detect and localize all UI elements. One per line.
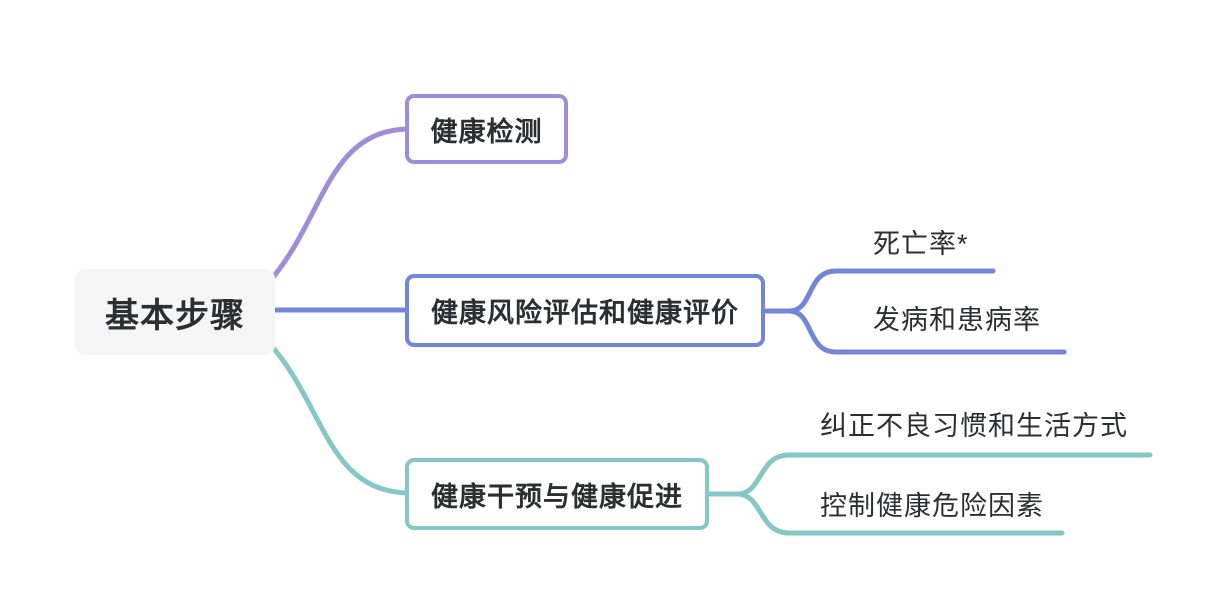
leaf-node-incidence-prevalence[interactable]: 发病和患病率: [873, 302, 1041, 338]
connector-root-to-health-intervention: [266, 340, 410, 496]
leaf-node-label: 发病和患病率: [873, 305, 1041, 335]
branch-node-label: 健康检测: [430, 116, 543, 147]
connector-root-to-health-monitoring: [266, 126, 410, 285]
leaf-node-correct-habits[interactable]: 纠正不良习惯和生活方式: [820, 408, 1128, 444]
leaf-node-mortality-rate[interactable]: 死亡率*: [873, 226, 969, 262]
leaf-node-label: 死亡率*: [873, 229, 969, 259]
root-node-label: 基本步骤: [105, 296, 245, 335]
branch-node-label: 健康风险评估和健康评价: [431, 298, 739, 328]
branch-node-risk-assessment[interactable]: 健康风险评估和健康评价: [405, 274, 765, 347]
leaf-node-label: 纠正不良习惯和生活方式: [820, 411, 1128, 441]
branch-node-health-intervention[interactable]: 健康干预与健康促进: [405, 458, 709, 530]
leaf-node-label: 控制健康危险因素: [820, 491, 1044, 521]
root-node-basic-steps[interactable]: 基本步骤: [75, 269, 275, 355]
branch-node-label: 健康干预与健康促进: [431, 481, 683, 512]
leaf-node-control-risk-factors[interactable]: 控制健康危险因素: [820, 488, 1044, 524]
branch-node-health-monitoring[interactable]: 健康检测: [405, 94, 568, 164]
